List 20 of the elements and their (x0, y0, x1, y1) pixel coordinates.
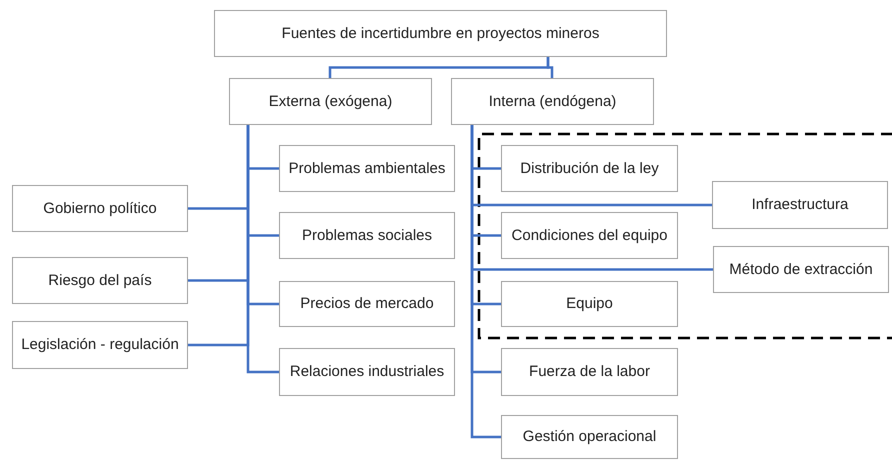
category-box: Problemas sociales (279, 212, 455, 259)
category-box: Precios de mercado (279, 281, 455, 327)
category-box: Condiciones del equipo (501, 212, 678, 259)
category-box: Fuentes de incertidumbre en proyectos mineros (214, 10, 667, 57)
connector-line (188, 125, 250, 346)
category-box: Gestión operacional (501, 415, 678, 459)
category-box: Relaciones industriales (279, 348, 455, 396)
category-box: Equipo (501, 281, 678, 327)
connector-line (546, 57, 554, 78)
category-box: Infraestructura (712, 181, 888, 229)
category-box: Riesgo del país (12, 257, 188, 304)
category-box: Gobierno político (12, 185, 188, 232)
category-box: Fuerza de la labor (501, 348, 678, 396)
category-box: Interna (endógena) (451, 78, 654, 125)
category-box: Legislación - regulación (12, 321, 188, 369)
category-box: Distribución de la ley (501, 145, 678, 192)
category-box: Método de extracción (713, 246, 889, 293)
category-box: Problemas ambientales (279, 145, 455, 192)
category-box: Externa (exógena) (229, 78, 432, 125)
connector-line (470, 125, 501, 438)
